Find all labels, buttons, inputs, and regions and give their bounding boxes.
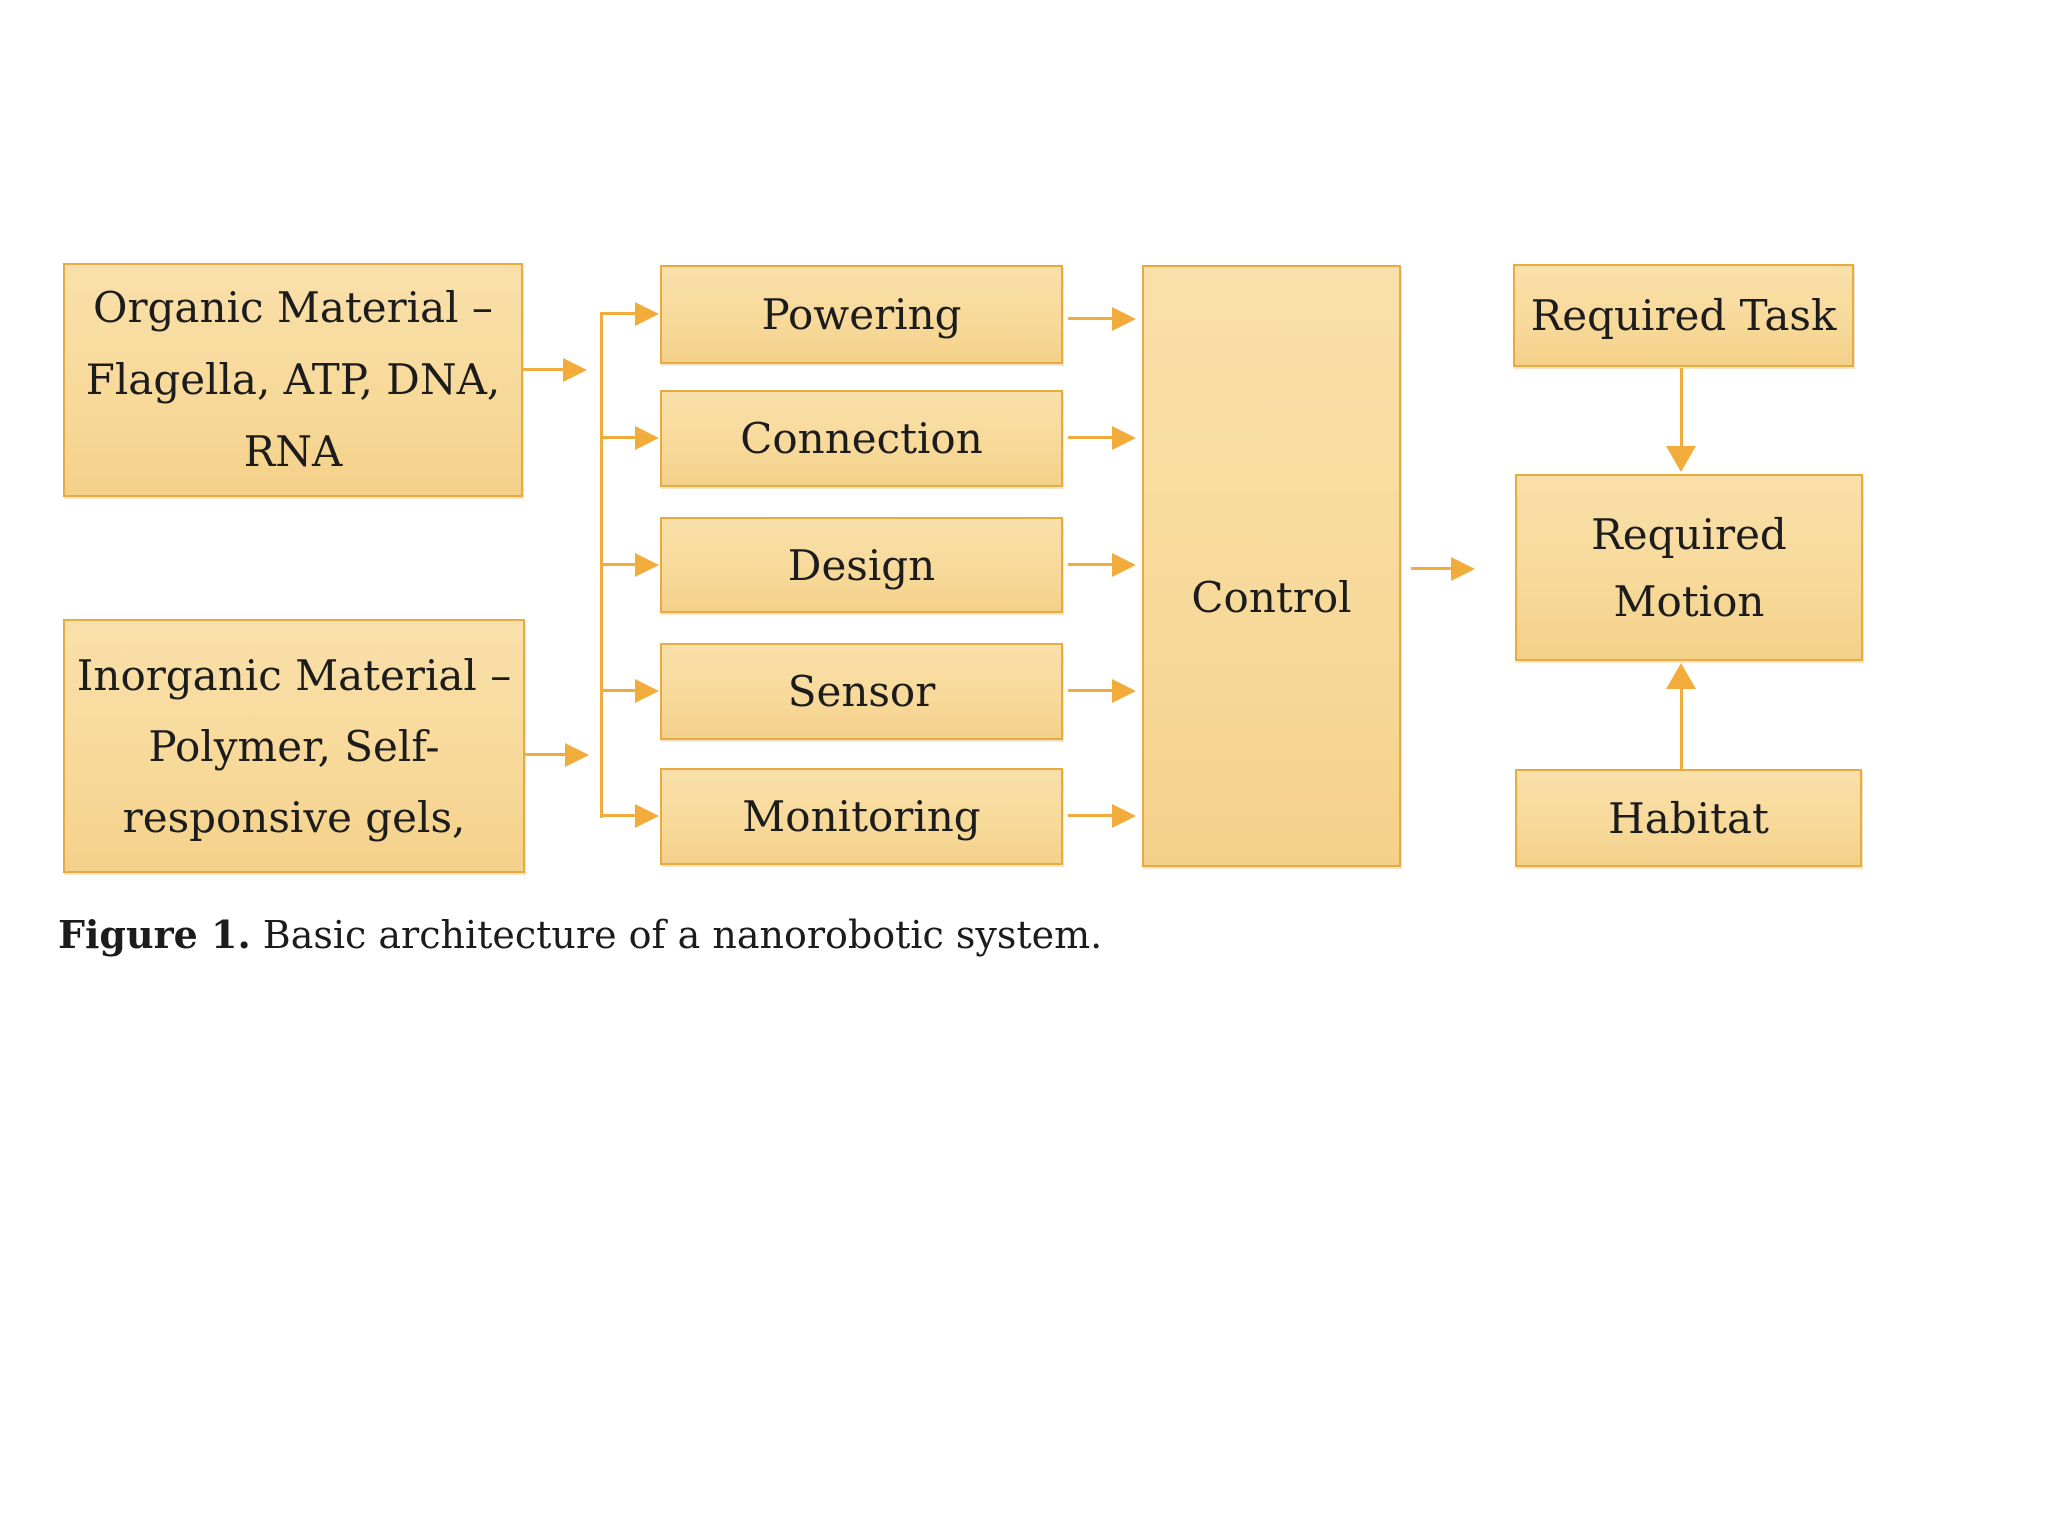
habitat-box: Habitat [1515,769,1862,867]
arrow-spine-to-connection-head [635,426,659,450]
arrow-spine-to-design-line [601,563,635,566]
arrow-spine-to-sensor-head [635,679,659,703]
arrow-design-to-control-head [1112,553,1136,577]
arrow-design-to-control-line [1068,563,1112,566]
arrow-spine-to-design-head [635,553,659,577]
arrow-connection-to-control-line [1068,436,1112,439]
arrow-spine-to-monitoring-line [601,814,635,817]
inorganic-material-box: Inorganic Material – Polymer, Self- resp… [63,619,525,873]
arrow-inorganic-to-spine-head [565,743,589,767]
arrow-sensor-to-control-line [1068,689,1112,692]
arrow-powering-to-control-line [1068,317,1112,320]
arrow-inorganic-to-spine-line [525,753,565,756]
design-box: Design [660,517,1063,613]
figure-caption-text: Basic architecture of a nanorobotic syst… [250,913,1103,957]
control-box: Control [1142,265,1401,867]
arrow-connection-to-control-head [1112,426,1136,450]
arrow-spine-to-powering-line [601,312,635,315]
arrow-control-to-motion-head [1451,557,1475,581]
arrow-habitat-to-motion-line [1680,689,1683,769]
arrow-spine-to-powering-head [635,302,659,326]
arrow-spine-to-sensor-line [601,689,635,692]
arrow-monitoring-to-control-line [1068,814,1112,817]
arrow-powering-to-control-head [1112,307,1136,331]
arrow-spine-to-connection-line [601,436,635,439]
figure-caption-number: Figure 1. [58,912,251,957]
arrow-task-to-motion-head [1666,446,1696,472]
monitoring-box: Monitoring [660,768,1063,865]
sensor-box: Sensor [660,643,1063,740]
arrow-control-to-motion-line [1411,567,1451,570]
arrow-spine-to-monitoring-head [635,804,659,828]
arrow-habitat-to-motion-head [1666,663,1696,689]
arrow-monitoring-to-control-head [1112,804,1136,828]
arrow-sensor-to-control-head [1112,679,1136,703]
organic-material-box: Organic Material – Flagella, ATP, DNA, R… [63,263,523,497]
powering-box: Powering [660,265,1063,364]
required-motion-box: Required Motion [1515,474,1863,661]
required-task-box: Required Task [1513,264,1854,367]
arrow-task-to-motion-line [1680,368,1683,446]
figure-caption: Figure 1. Basic architecture of a nanoro… [58,912,1558,957]
arrow-organic-to-spine-line [523,368,563,371]
arrow-organic-to-spine-head [563,358,587,382]
connection-box: Connection [660,390,1063,487]
